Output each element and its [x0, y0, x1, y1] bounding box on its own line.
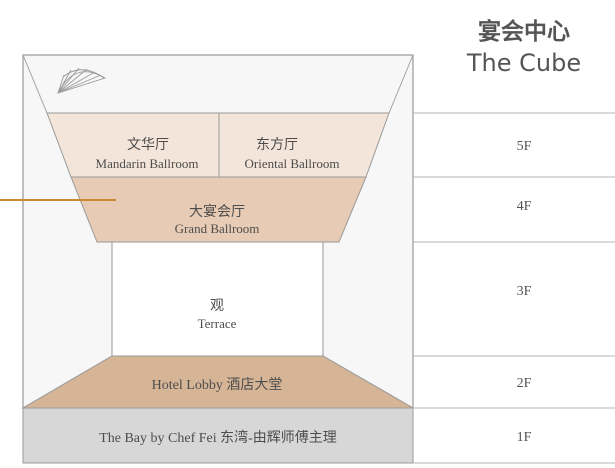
terrace-en: Terrace — [198, 316, 237, 331]
the-bay-label: The Bay by Chef Fei 东湾-由辉师傅主理 — [99, 429, 337, 446]
terrace-cn: 观 — [210, 298, 224, 314]
floor-label-4f: 4F — [517, 199, 532, 214]
oriental-ballroom-en: Oriental Ballroom — [245, 156, 340, 171]
floor-label-2f: 2F — [517, 376, 532, 391]
level-1f-band — [22, 407, 414, 464]
floor-label-5f: 5F — [517, 139, 532, 154]
oriental-ballroom-cn: 东方厅 — [256, 137, 298, 153]
level-4f-band — [70, 176, 367, 243]
mandarin-ballroom-cn: 文华厅 — [127, 137, 169, 153]
title-en: The Cube — [466, 49, 581, 77]
hotel-lobby-label: Hotel Lobby 酒店大堂 — [152, 377, 283, 393]
mandarin-ballroom-en: Mandarin Ballroom — [96, 156, 199, 171]
frame-edge-top-right — [388, 54, 414, 114]
floor-label-1f: 1F — [517, 430, 532, 445]
floor-label-3f: 3F — [517, 284, 532, 299]
terrace-box — [111, 241, 324, 357]
mandarin-fan-icon — [57, 67, 107, 94]
grand-ballroom-cn: 大宴会厅 — [189, 203, 245, 220]
frame-edge-top-left — [22, 54, 48, 114]
grand-ballroom-en: Grand Ballroom — [175, 221, 260, 236]
title-cn: 宴会中心 — [478, 18, 570, 45]
